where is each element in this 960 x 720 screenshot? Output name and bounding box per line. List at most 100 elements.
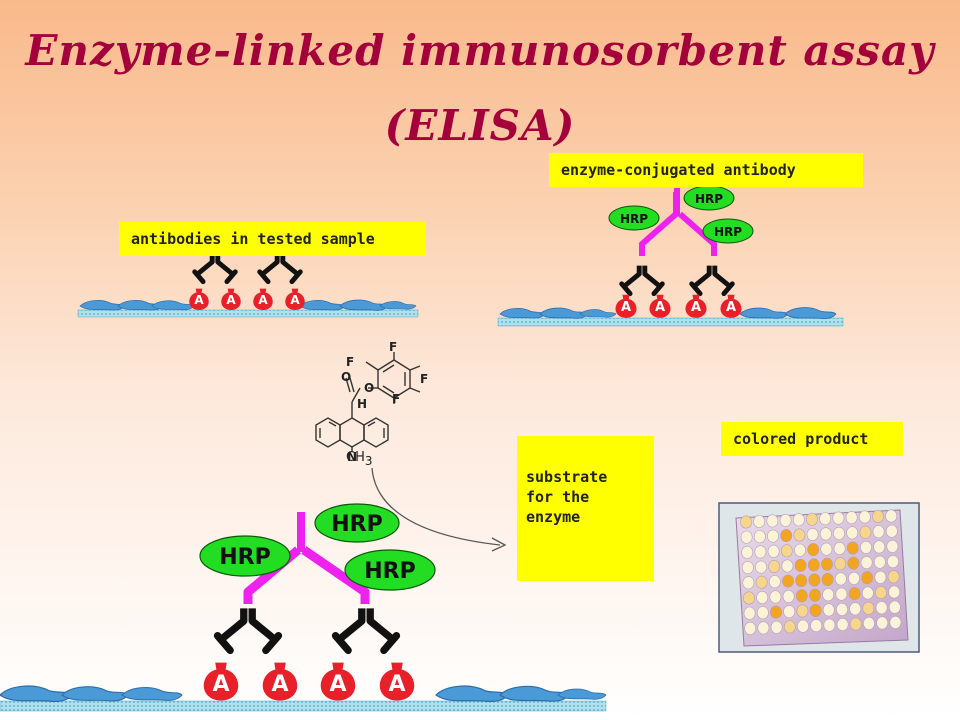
microplate-well	[740, 515, 752, 529]
antigen-label: A	[226, 293, 236, 307]
hrp-label: HRP	[695, 192, 723, 206]
microplate-well	[872, 525, 885, 539]
microplate-well	[795, 574, 808, 588]
microplate-well	[767, 529, 779, 543]
hrp-label: HRP	[620, 212, 648, 226]
panel-sample-antibodies: A A A A	[77, 254, 419, 318]
microplate-well	[846, 526, 859, 540]
microplate-well	[806, 512, 818, 526]
antigen-label: A	[194, 293, 204, 307]
microplate-well	[886, 539, 899, 553]
microplate-well	[835, 587, 848, 601]
title-line-2: (ELISA)	[384, 101, 576, 150]
microplate-well	[806, 527, 819, 541]
microplate-well	[792, 513, 805, 527]
microplate-well	[849, 617, 862, 631]
microplate-well	[846, 541, 859, 555]
label-substrate-for-enzyme: substrate for the enzyme	[517, 436, 654, 581]
microplate-well	[766, 514, 779, 528]
primary-antibodies	[195, 254, 301, 282]
microplate-well	[770, 605, 782, 619]
microplate-well	[823, 618, 836, 632]
microplate-well	[822, 588, 835, 602]
microplate-wells	[740, 509, 902, 635]
reaction-arrow	[371, 467, 501, 546]
antigens: A A A A	[203, 662, 415, 701]
microplate-well	[873, 555, 886, 569]
microplate-well	[744, 621, 757, 635]
label-colored-product: colored product	[721, 422, 903, 456]
microplate-well	[885, 524, 898, 538]
hrp-label: HRP	[364, 559, 415, 584]
atom-fluorine: F	[420, 372, 428, 386]
microplate-well	[822, 603, 835, 617]
substrate-line: for the	[526, 488, 590, 506]
microplate-well	[780, 529, 793, 543]
microplate-well	[768, 559, 781, 573]
membrane-cells	[79, 299, 417, 311]
hrp-label: HRP	[219, 545, 270, 570]
microplate-well	[836, 602, 848, 616]
microplate-well	[875, 585, 887, 599]
microplate-well	[861, 586, 874, 600]
title-line-1: Enzyme-linked immunosorbent assay	[25, 26, 935, 75]
microplate-well	[741, 561, 754, 575]
microplate-well	[743, 606, 756, 620]
microplate-well	[833, 526, 845, 540]
microplate-well	[889, 615, 902, 629]
microplate-well	[821, 557, 833, 571]
antigen-label: A	[621, 300, 631, 315]
microplate-well	[782, 574, 794, 588]
atom-fluorine: F	[392, 392, 400, 406]
panel-enzyme-conjugated: HRP HRP HRP A A A A	[497, 185, 844, 327]
microplate-well	[794, 558, 807, 572]
membrane-cells	[0, 685, 607, 703]
microplate-well	[836, 617, 849, 631]
microplate-well	[810, 619, 823, 633]
atom-oxygen: O	[341, 370, 351, 384]
microplate-well	[821, 572, 834, 586]
microplate-well	[888, 585, 901, 599]
microplate-well	[834, 557, 847, 571]
primary-antibodies	[218, 608, 397, 650]
antigens: A A A A	[189, 288, 305, 311]
antigen-label: A	[290, 293, 300, 307]
microplate-well	[874, 570, 887, 584]
antigen-label: A	[329, 672, 346, 697]
microplate-well	[740, 530, 753, 544]
microplate-well	[807, 543, 820, 557]
microplate-well	[848, 571, 860, 585]
methyl-group: CH3	[346, 450, 373, 468]
microplate-photo	[718, 502, 920, 653]
microplate-well	[887, 555, 899, 569]
label-enzyme-conjugated-antibody: enzyme-conjugated antibody	[549, 153, 863, 187]
substrate-line: enzyme	[526, 508, 581, 526]
atom-nitrogen: N	[347, 450, 357, 464]
antigen-label: A	[655, 300, 665, 315]
microplate-well	[848, 587, 861, 601]
panel-elisa-large: HRP HRP HRP A A A A	[0, 503, 607, 712]
microplate-well	[756, 590, 769, 604]
microplate-well	[755, 560, 767, 574]
microplate-well	[885, 509, 898, 523]
microplate-well	[860, 540, 872, 554]
microplate-well	[860, 556, 873, 570]
microplate-well	[780, 544, 793, 558]
microplate-well	[875, 601, 888, 615]
atom-fluorine: F	[389, 340, 397, 354]
microplate-well	[807, 558, 820, 572]
antigens: A A A A	[615, 294, 742, 318]
microplate-well	[796, 604, 809, 618]
microplate-well	[756, 606, 769, 620]
microplate-well	[743, 591, 755, 605]
antigen-label: A	[258, 293, 268, 307]
enzymes-hrp: HRP HRP HRP	[608, 185, 754, 244]
antigen-label: A	[726, 300, 736, 315]
substrate-atoms: F F F F O O H N CH3	[341, 340, 428, 468]
microplate-well	[832, 511, 845, 525]
microplate-well	[793, 528, 806, 542]
microplate-well	[742, 576, 755, 590]
microplate-well	[781, 559, 794, 573]
microplate-well	[819, 527, 832, 541]
